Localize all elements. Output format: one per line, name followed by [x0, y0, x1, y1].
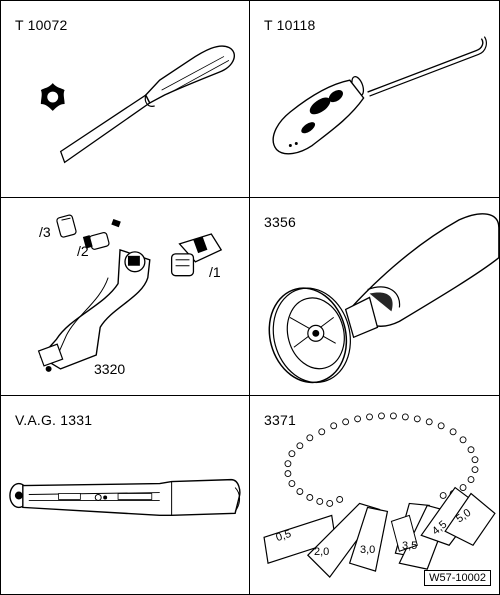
tool-cell-vag1331: V.A.G. 1331 — [0, 396, 250, 595]
gauge-label: 3,0 — [360, 544, 376, 556]
tool-cell-3371: 3371 — [250, 396, 500, 595]
part-label-1: /1 — [209, 264, 221, 280]
bead-chain-icon — [284, 412, 479, 507]
tool-label: T 10072 — [15, 17, 68, 33]
part-label-3: /3 — [39, 224, 51, 240]
tool-label: 3371 — [264, 412, 296, 428]
torque-wrench-icon — [9, 478, 241, 517]
torx-profile-icon — [40, 83, 65, 111]
gauge-label: 2,0 — [314, 546, 330, 558]
socket-part-2-icon — [82, 232, 110, 250]
tool-cell-3320: /3 /2 /1 3320 — [0, 198, 250, 396]
tool-label: T 10118 — [264, 17, 316, 33]
angled-socket-wrench-icon — [37, 214, 223, 372]
tool-label: V.A.G. 1331 — [15, 412, 93, 428]
figure-reference: W57-10002 — [424, 570, 491, 586]
socket-part-1-icon — [170, 233, 223, 277]
socket-part-3-icon — [56, 214, 77, 238]
tool-cell-t10118: T 10118 — [250, 0, 500, 198]
torx-screwdriver-icon — [40, 45, 236, 164]
feeler-gauge-set-icon — [263, 412, 496, 578]
tool-cell-3356: 3356 — [250, 198, 500, 396]
hook-screwdriver-icon — [272, 36, 487, 155]
gauge-label: 3,5 — [402, 540, 418, 552]
tool-cell-t10072: T 10072 — [0, 0, 250, 198]
tool-label: 3320 — [94, 361, 126, 377]
cutting-wheel-icon — [268, 213, 499, 384]
part-label-2: /2 — [77, 243, 89, 259]
tool-label: 3356 — [264, 214, 296, 230]
